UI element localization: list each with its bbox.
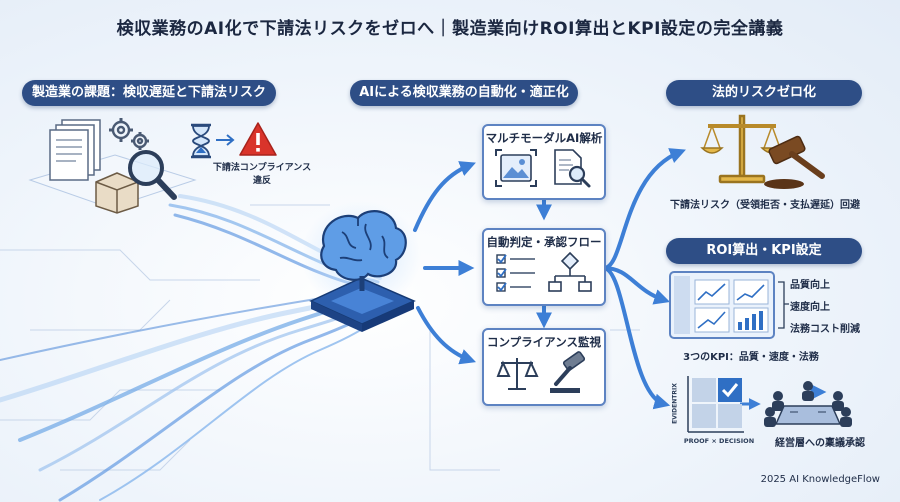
automation-pill: AIによる検収業務の自動化・適正化 [350,80,578,106]
warning-label: 下請法コンプライアンス 違反 [212,163,312,186]
package-box-icon [95,172,139,214]
card-title: マルチモーダルAI解析 [485,131,603,145]
approval-caption: 経営層への稟議承認 [775,438,865,449]
kpi-bracket [778,281,789,329]
documents-icon [49,119,101,181]
card-compliance-monitoring: コンプライアンス監視 [482,328,606,406]
magnifier-icon [128,150,177,200]
flowchart-icon [548,251,592,292]
ai-brain-chip [301,201,421,332]
image-analysis-icon [495,149,537,187]
matrix-y-axis-label-wrap: EVIDENTRIX [664,382,684,432]
challenge-pill: 製造業の課題：検収遅延と下請法リスク [22,80,276,106]
board-meeting-icon [764,381,852,427]
kpi-item: 法務コスト削減 [790,324,860,335]
card-title: 自動判定・承認フロー [486,235,602,249]
arrow-right-icon [216,134,235,146]
document-search-icon [554,149,591,188]
kpi-dashboard-icon [669,271,775,339]
card-title: コンプライアンス監視 [487,335,601,349]
roi-kpi-pill: ROI算出・KPI設定 [666,238,862,264]
legal-risk-pill: 法的リスクゼロ化 [666,80,862,106]
page-title: 検収業務のAI化で下請法リスクをゼロへ｜製造業向けROI算出とKPI設定の完全講… [116,19,784,39]
matrix-y-axis-label: EVIDENTRIX [671,383,679,424]
kpi-item: 速度向上 [790,302,830,313]
matrix-x-axis-label: PROOF × DECISION [683,437,755,445]
scales-icon [496,358,539,390]
footer-credit: 2025 AI KnowledgeFlow [760,474,880,485]
gears-icon [109,118,149,150]
kpi-item: 品質向上 [790,280,830,291]
warning-icon [239,122,277,156]
gavel-icon [550,351,586,393]
kpi-caption: 3つのKPI：品質・速度・法務 [683,352,819,363]
checklist-icon [496,254,535,292]
hourglass-icon [191,123,211,159]
decision-matrix-icon [687,376,744,433]
legal-risk-caption: 下請法リスク（受領拒否・支払遅延）回避 [670,200,860,211]
card-auto-approval: 自動判定・承認フロー [482,228,606,306]
justice-scale-gavel-icon [700,114,825,189]
